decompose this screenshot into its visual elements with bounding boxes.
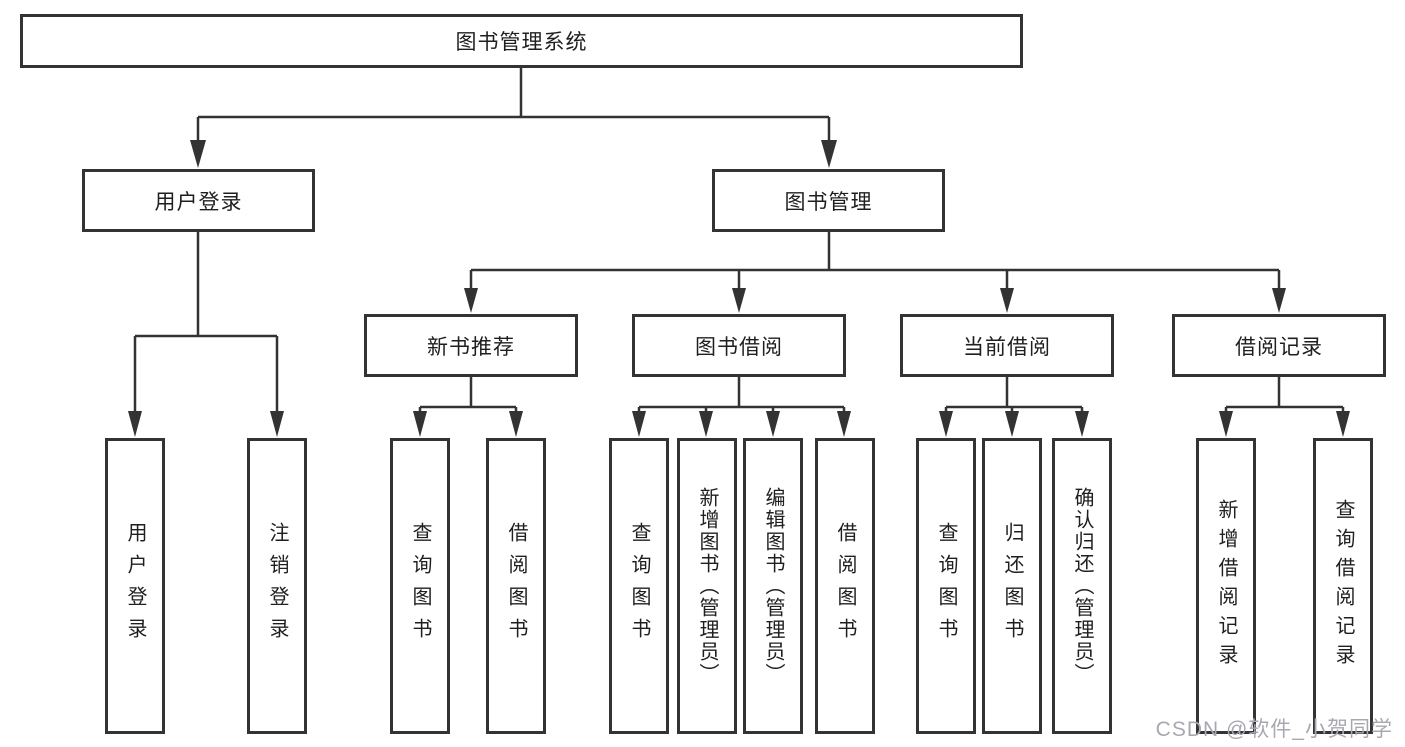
arrowheads	[128, 140, 1350, 437]
node-label: 查询图书	[935, 522, 957, 650]
arrowhead	[632, 411, 646, 437]
leaf-logout: 注销登录	[247, 438, 307, 734]
leaf-borrow-books-borrow: 借阅图书	[815, 438, 875, 734]
leaf-query-books-current: 查询图书	[916, 438, 976, 734]
leaf-edit-book-admin: 编辑图书（管理员）	[743, 438, 803, 734]
arrowhead	[1219, 411, 1233, 437]
node-label: 借阅图书	[505, 522, 527, 650]
node-label: 注销登录	[266, 522, 288, 650]
leaf-confirm-return-admin: 确认归还（管理员）	[1052, 438, 1112, 734]
node-new-book-recommendation: 新书推荐	[364, 314, 578, 377]
leaf-query-books-newbook: 查询图书	[390, 438, 450, 734]
arrowhead	[413, 411, 427, 437]
arrowhead	[128, 411, 142, 437]
arrowhead	[1005, 411, 1019, 437]
node-label: 图书借阅	[695, 335, 783, 359]
arrowhead	[837, 411, 851, 437]
arrowhead	[464, 288, 478, 313]
node-borrowing-records: 借阅记录	[1172, 314, 1386, 377]
arrowhead	[821, 140, 837, 168]
node-label: 借阅图书	[834, 522, 856, 650]
node-label: 查询图书	[628, 522, 650, 650]
node-label: 借阅记录	[1235, 335, 1323, 359]
node-label: 用户登录	[124, 522, 146, 650]
node-label: 查询图书	[409, 522, 431, 650]
node-label: 新书推荐	[427, 335, 515, 359]
node-label: 当前借阅	[963, 335, 1051, 359]
node-label: 用户登录	[154, 190, 243, 214]
arrowhead	[1272, 288, 1286, 313]
node-label: 确认归还（管理员）	[1071, 487, 1093, 685]
arrowhead	[1336, 411, 1350, 437]
arrowhead	[939, 411, 953, 437]
leaf-borrow-books-newbook: 借阅图书	[486, 438, 546, 734]
node-label: 新增借阅记录	[1215, 499, 1237, 673]
arrowhead	[766, 411, 780, 437]
leaf-return-books: 归还图书	[982, 438, 1042, 734]
leaf-user-login: 用户登录	[105, 438, 165, 734]
node-label: 编辑图书（管理员）	[762, 487, 784, 685]
leaf-query-borrow-record: 查询借阅记录	[1313, 438, 1373, 734]
node-label: 图书管理系统	[455, 31, 588, 54]
node-label: 新增图书（管理员）	[696, 487, 718, 685]
node-label: 归还图书	[1001, 522, 1023, 650]
node-book-management: 图书管理	[712, 169, 945, 232]
node-current-borrowing: 当前借阅	[900, 314, 1114, 377]
arrowhead	[1075, 411, 1089, 437]
arrowhead	[190, 140, 206, 168]
node-label: 查询借阅记录	[1332, 499, 1354, 673]
arrowhead	[509, 411, 523, 437]
node-label: 图书管理	[784, 190, 873, 214]
arrowhead	[1000, 288, 1014, 313]
arrowhead	[699, 411, 713, 437]
leaf-query-books-borrow: 查询图书	[609, 438, 669, 734]
arrowhead	[732, 288, 746, 313]
watermark: CSDN @软件_小贺同学	[1155, 718, 1393, 741]
arrowhead	[270, 411, 284, 437]
node-user-login: 用户登录	[82, 169, 315, 232]
node-book-borrowing: 图书借阅	[632, 314, 846, 377]
leaf-add-book-admin: 新增图书（管理员）	[677, 438, 737, 734]
node-library-management-system: 图书管理系统	[20, 14, 1023, 68]
leaf-add-borrow-record: 新增借阅记录	[1196, 438, 1256, 734]
